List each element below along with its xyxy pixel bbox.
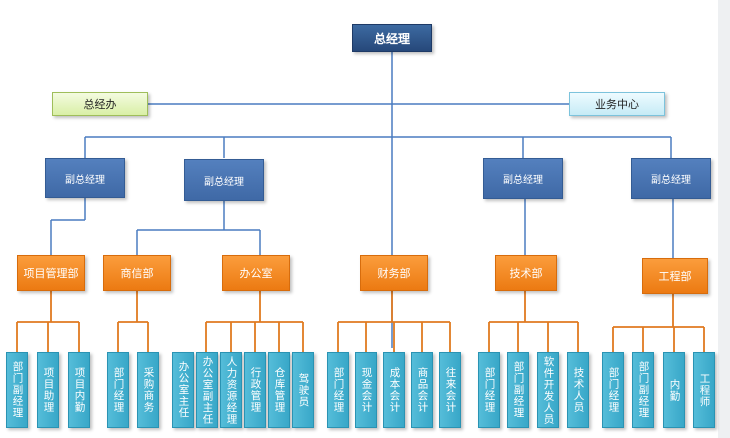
role-cash-accountant: 现金会计 — [355, 352, 377, 428]
role-finance-manager: 部门经理 — [327, 352, 349, 428]
dept-technology: 技术部 — [495, 255, 557, 291]
vp-box-4: 副总经理 — [631, 158, 711, 199]
dept-office: 办公室 — [222, 255, 290, 291]
role-commerce-manager: 部门经理 — [107, 352, 129, 428]
role-project-deputy-manager: 部门副经理 — [6, 352, 28, 428]
vp-box-1: 副总经理 — [45, 158, 125, 198]
role-tech-deputy-manager: 部门副经理 — [507, 352, 529, 428]
role-technician: 技术人员 — [567, 352, 589, 428]
ceo-box: 总经理 — [352, 24, 432, 52]
role-goods-accountant: 商品会计 — [411, 352, 433, 428]
dept-commerce: 商信部 — [103, 255, 171, 291]
vp-box-2: 副总经理 — [184, 159, 264, 201]
role-office-deputy-director: 办公室副主任 — [196, 352, 218, 428]
business-center-box: 业务中心 — [569, 92, 665, 116]
role-hr-manager: 人力资源经理 — [220, 352, 242, 428]
dept-project-management: 项目管理部 — [17, 255, 85, 291]
role-warehouse: 仓库管理 — [268, 352, 290, 428]
role-admin: 行政管理 — [244, 352, 266, 428]
role-project-clerk: 项目内勤 — [68, 352, 90, 428]
role-engineer: 工程师 — [693, 352, 715, 428]
role-driver: 驾驶员 — [292, 352, 314, 428]
staff-office-box: 总经办 — [52, 92, 148, 116]
role-eng-deputy-manager: 部门副经理 — [632, 352, 654, 428]
role-cost-accountant: 成本会计 — [383, 352, 405, 428]
role-procurement: 采购商务 — [137, 352, 159, 428]
dept-finance: 财务部 — [360, 255, 428, 291]
dept-engineering: 工程部 — [642, 258, 708, 294]
role-office-director: 办公室主任 — [172, 352, 194, 428]
role-software-developer: 软件开发人员 — [537, 352, 559, 428]
right-frame-edge — [718, 0, 730, 438]
role-tech-manager: 部门经理 — [478, 352, 500, 428]
role-project-assistant: 项目助理 — [37, 352, 59, 428]
role-eng-manager: 部门经理 — [602, 352, 624, 428]
role-eng-clerk: 内勤 — [663, 352, 685, 428]
vp-box-3: 副总经理 — [483, 158, 563, 199]
role-ar-ap-accountant: 往来会计 — [439, 352, 461, 428]
